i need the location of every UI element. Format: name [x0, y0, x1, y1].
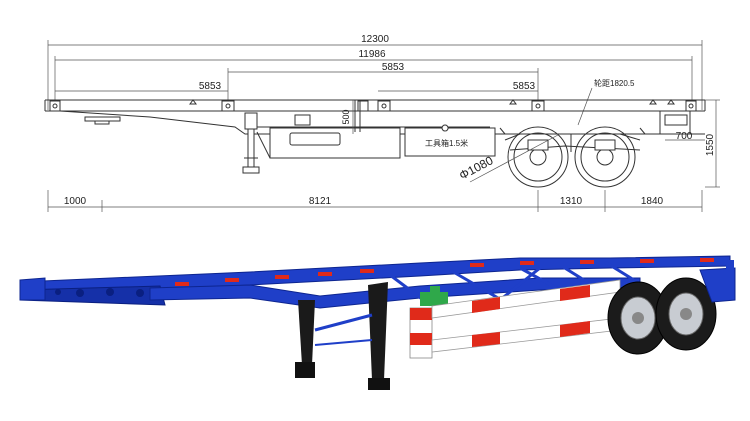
- air-valve: [420, 286, 448, 306]
- landing-legs: [295, 282, 390, 390]
- dimension-lock-span-label: 11986: [358, 49, 386, 60]
- toolbox-note: 工具箱1.5米: [425, 138, 468, 148]
- dimension-overall-label: 12300: [361, 34, 389, 45]
- twist-locks: [49, 99, 697, 112]
- dimension-frame-height-label: 500: [341, 109, 351, 124]
- landing-gear-drawing: [242, 112, 271, 174]
- wheel-front-axle: [607, 281, 669, 355]
- technical-drawing: 12300 11986 5853 5853 5853 轮距1820.5: [44, 34, 720, 212]
- dimension-left-segment: 5853: [55, 81, 228, 92]
- dimension-axle-spread-label: 1310: [560, 196, 583, 207]
- suspension-drawing: [499, 126, 646, 188]
- rail-reflectors: [175, 258, 714, 286]
- dimension-right-segment-label: 5853: [513, 81, 536, 92]
- main-frame: [19, 255, 731, 309]
- dimension-wheel-label: Φ1080: [457, 153, 496, 183]
- dimension-total-height: 1550: [705, 99, 720, 188]
- dimension-middle-segment-label: 5853: [382, 62, 405, 73]
- kingpin-plate: [84, 116, 121, 125]
- dimension-frame-height: 500: [341, 100, 354, 134]
- wheelbase-note: 轮距1820.5: [594, 78, 635, 88]
- dimension-right-segment: 5853: [378, 81, 538, 92]
- toolbox-label-group: 工具箱1.5米: [404, 124, 496, 157]
- dimension-kingpin-axle-label: 8121: [309, 196, 332, 207]
- dimension-overall: 12300: [47, 34, 703, 110]
- dimension-front-overhang-label: 1000: [64, 196, 87, 207]
- toolbox-drawing: [269, 100, 401, 159]
- dimension-total-height-label: 1550: [705, 133, 716, 156]
- dimension-middle-segment: 5853: [227, 62, 539, 100]
- wheel-rear-axle: [655, 277, 717, 351]
- dimension-rear-height-label: 700: [676, 131, 693, 142]
- dimension-bottom: 1000 8121 1310 1840: [47, 190, 703, 212]
- dimension-rear-overhang-label: 1840: [641, 196, 664, 207]
- dimension-rear-height: 700: [665, 131, 705, 142]
- dimension-lock-span: 11986: [54, 49, 693, 100]
- side-guard: [409, 279, 621, 359]
- rear-frame: [699, 260, 736, 303]
- dimension-left-segment-label: 5853: [199, 81, 222, 92]
- trailer-render: [19, 255, 736, 390]
